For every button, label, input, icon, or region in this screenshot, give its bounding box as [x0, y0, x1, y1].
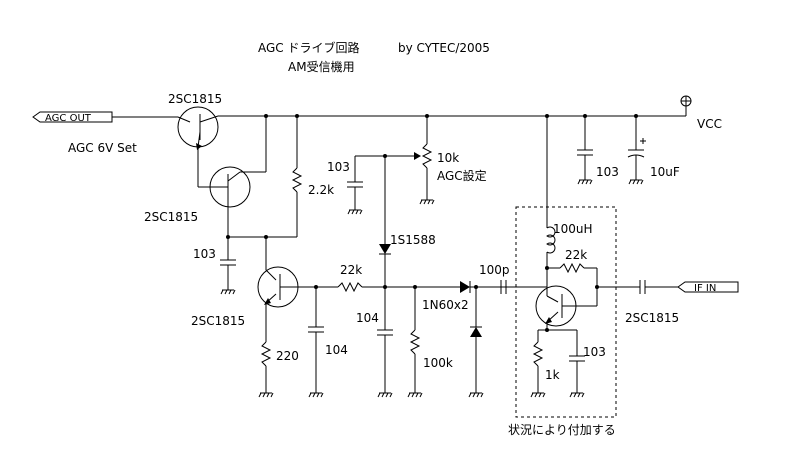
c-103-base-label: 103 — [193, 247, 216, 261]
q3-label: 2SC1815 — [191, 314, 245, 328]
agc-set-note: AGC 6V Set — [68, 141, 137, 155]
base-node — [308, 285, 338, 398]
transistor-q3 — [257, 237, 316, 342]
vr-agc-label: AGC設定 — [437, 168, 487, 183]
node-q2-emitter — [226, 235, 297, 239]
resistor-100k — [407, 287, 423, 398]
diode-1s1588 — [379, 156, 391, 287]
resistor-2k2 — [291, 116, 303, 237]
agc-out-label: AGC OUT — [45, 113, 92, 124]
c-104-b-label: 104 — [356, 311, 379, 325]
capacitor-104-b — [377, 287, 393, 398]
optional-section-box — [515, 206, 617, 418]
d-1s1588-label: 1S1588 — [390, 233, 436, 247]
r-2k2-label: 2.2k — [308, 183, 334, 197]
q1-label: 2SC1815 — [168, 92, 222, 106]
resistor-22k — [337, 281, 460, 293]
if-in-port: IF IN — [597, 280, 739, 294]
vcc-rail: VCC — [218, 95, 722, 131]
capacitor-100p — [500, 280, 547, 294]
l-100uh-label: 100uH — [553, 222, 593, 236]
transistor-q4 — [535, 268, 598, 330]
r-1k-label: 1k — [545, 368, 560, 382]
c-103-emit-label: 103 — [583, 345, 606, 359]
r-22k-fb-label: 22k — [565, 248, 587, 262]
q4-label: 2SC1815 — [625, 311, 679, 325]
capacitor-103-vr — [347, 156, 363, 215]
inductor-100uh — [545, 116, 556, 270]
r-100k-label: 100k — [423, 356, 453, 370]
if-in-label: IF IN — [694, 283, 716, 294]
d-1n60-label: 1N60x2 — [422, 298, 469, 312]
capacitor-10uf — [627, 116, 646, 185]
resistor-22k-feedback — [547, 262, 599, 289]
transistor-q2 — [209, 116, 267, 237]
resistor-220 — [258, 341, 274, 398]
transistor-q1 — [112, 106, 219, 188]
title-line1: AGC ドライブ回路 — [258, 40, 360, 55]
c-100p-label: 100p — [479, 263, 510, 277]
vcc-label: VCC — [697, 117, 722, 131]
r-22k-label: 22k — [340, 263, 362, 277]
emitter-network — [530, 328, 585, 398]
capacitor-103-base — [220, 237, 236, 295]
c-103-vcc-label: 103 — [596, 165, 619, 179]
c-104-a-label: 104 — [325, 343, 348, 357]
capacitor-103-vcc — [577, 116, 593, 185]
title-line2: AM受信機用 — [288, 59, 355, 74]
c-103-vr-label: 103 — [327, 160, 350, 174]
q2-label: 2SC1815 — [144, 210, 198, 224]
optional-note: 状況により付加する — [508, 422, 616, 437]
r-220-label: 220 — [276, 349, 299, 363]
c-10uf-label: 10uF — [650, 165, 680, 179]
vr-10k-label: 10k — [437, 151, 459, 165]
title-author: by CYTEC/2005 — [398, 41, 490, 55]
diodes-1n60 — [460, 281, 508, 398]
potentiometer-10k — [355, 116, 435, 205]
agc-out-port: AGC OUT — [32, 111, 113, 124]
